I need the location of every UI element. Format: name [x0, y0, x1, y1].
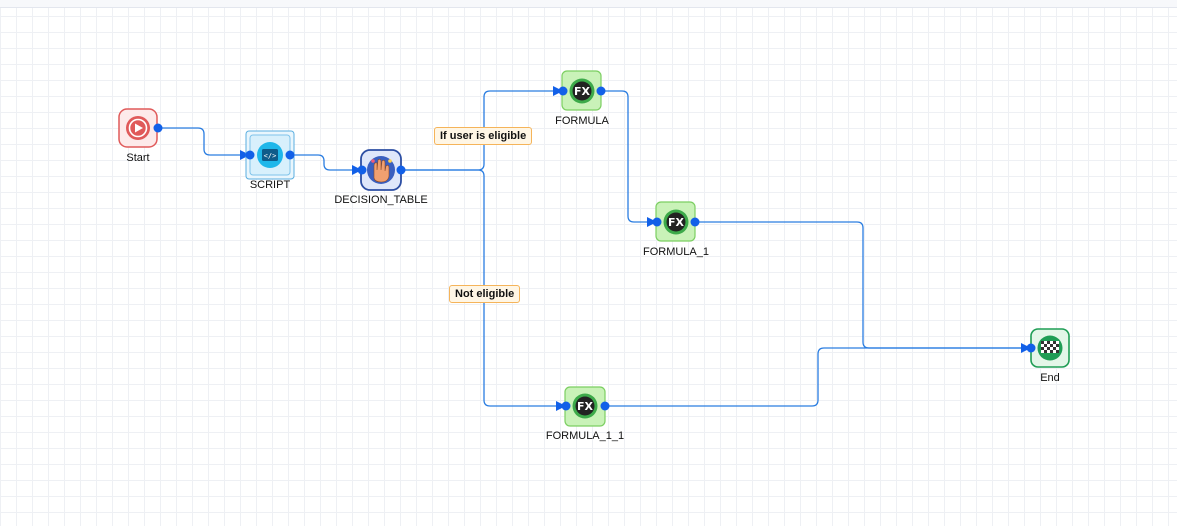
edge-start-script[interactable] — [158, 127, 249, 156]
node-label-formula: FORMULA — [555, 115, 609, 127]
start-node[interactable] — [118, 108, 158, 148]
output-port[interactable] — [600, 401, 610, 411]
node-label-decision-table: DECISION_TABLE — [334, 194, 428, 206]
output-port[interactable] — [396, 165, 406, 175]
output-port[interactable] — [596, 86, 606, 96]
node-label-end: End — [1040, 372, 1060, 384]
input-port[interactable] — [245, 150, 255, 160]
node-label-formula-1: FORMULA_1 — [642, 246, 710, 258]
arrowhead — [647, 217, 657, 227]
fx-glyph: FX — [577, 400, 594, 413]
decision-table-node[interactable] — [360, 149, 402, 191]
edge-label-if-user-is-eligible[interactable]: If user is eligible — [434, 127, 533, 145]
svg-text:</>: </> — [264, 152, 277, 160]
arrowhead — [553, 86, 563, 96]
arrowhead — [352, 165, 362, 175]
input-port[interactable] — [357, 165, 367, 175]
input-port[interactable] — [561, 401, 571, 411]
output-port[interactable] — [690, 217, 700, 227]
arrowhead — [556, 401, 566, 411]
script-icon: </> — [257, 142, 283, 168]
formula-node[interactable] — [561, 70, 602, 111]
fx-glyph: FX — [574, 85, 591, 98]
canvas-top-bar — [0, 0, 1177, 8]
checkered-flag-icon — [1037, 335, 1063, 361]
fx-glyph: FX — [668, 216, 685, 229]
edge-formula-formula-1[interactable] — [601, 90, 656, 223]
play-icon — [126, 116, 150, 140]
edge-formula-1-end[interactable] — [695, 221, 1030, 349]
arrowhead — [1021, 343, 1031, 353]
end-node[interactable] — [1030, 328, 1070, 368]
formula-1-node[interactable] — [655, 201, 696, 242]
node-label-start: Start — [126, 152, 150, 164]
arrowhead — [240, 150, 250, 160]
formula-fx-icon — [663, 209, 689, 235]
node-label-script: SCRIPT — [249, 179, 291, 191]
node-label-formula-1-1: FORMULA_1_1 — [545, 430, 625, 442]
output-port[interactable] — [285, 150, 295, 160]
input-port[interactable] — [652, 217, 662, 227]
input-port[interactable] — [1026, 343, 1036, 353]
edge-label-not-eligible[interactable]: Not eligible — [449, 285, 521, 303]
edge-script-decision[interactable] — [290, 154, 361, 171]
decision-table-icon — [367, 156, 395, 184]
output-port[interactable] — [153, 123, 163, 133]
formula-fx-icon — [569, 78, 595, 104]
edge-formula-1-1-end[interactable] — [605, 347, 1030, 407]
formula-fx-icon — [572, 393, 598, 419]
input-port[interactable] — [558, 86, 568, 96]
